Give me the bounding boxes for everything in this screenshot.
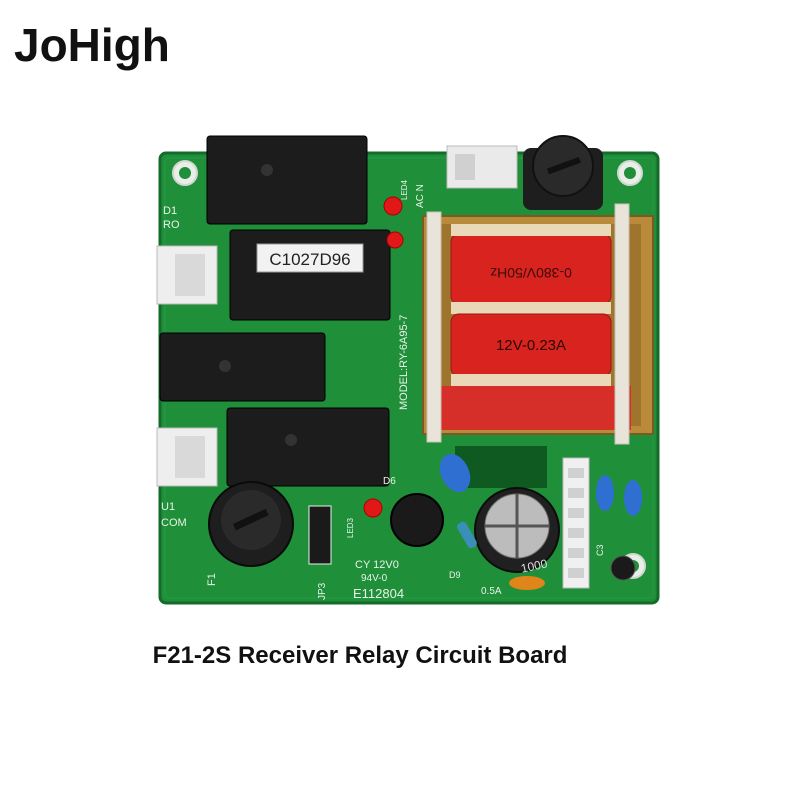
relay xyxy=(206,135,368,225)
transformer: 0-380V/50Hz 12V-0.23A xyxy=(422,203,654,445)
blue-capacitor xyxy=(439,453,471,493)
silkscreen-led4: LED4 xyxy=(400,179,409,200)
product-caption: F21-2S Receiver Relay Circuit Board xyxy=(152,642,568,669)
relay xyxy=(226,407,390,487)
silkscreen-acn: AC N xyxy=(415,184,426,208)
transformer-primary-label: 0-380V/50Hz xyxy=(490,265,572,281)
red-led xyxy=(363,498,383,518)
component-block xyxy=(455,446,547,488)
fuse-rating: 0.5A xyxy=(481,586,502,597)
silkscreen-led3: LED3 xyxy=(346,517,355,538)
cable-tie xyxy=(426,211,442,443)
pin-header xyxy=(562,457,590,589)
fuse-holder xyxy=(523,135,603,210)
cy-text: CY 12V0 xyxy=(355,559,399,571)
electrolytic-capacitor: 1000 xyxy=(474,487,560,576)
silkscreen-d6: D6 xyxy=(383,476,396,487)
relay-label-sticker xyxy=(256,243,364,273)
silkscreen-d9: D9 xyxy=(449,570,461,580)
silkscreen-d1: D1 xyxy=(163,205,177,217)
small-capacitor xyxy=(610,555,636,581)
capacitor-value: 1000 xyxy=(520,556,549,575)
silkscreen-ro: RO xyxy=(163,219,180,231)
orange-capacitor xyxy=(509,576,545,590)
brand-logo-text: JoHigh xyxy=(14,19,170,71)
resistor xyxy=(457,521,477,549)
cable-tie xyxy=(614,203,630,445)
bridge-rectifier xyxy=(390,493,444,547)
mounting-hole xyxy=(617,160,643,186)
rating-text: 94V-0 xyxy=(361,573,388,584)
blue-capacitor xyxy=(596,475,614,511)
jumper xyxy=(308,505,332,565)
relay-label-text: C1027D96 xyxy=(269,250,350,269)
silkscreen-c3: C3 xyxy=(595,544,605,556)
blue-capacitor xyxy=(624,480,642,516)
silkscreen-com: COM xyxy=(161,517,187,529)
model-text: MODEL:RY-6A95-7 xyxy=(398,315,410,410)
red-led xyxy=(386,231,404,249)
silkscreen-u1: U1 xyxy=(161,501,175,513)
silkscreen-jp3: JP3 xyxy=(317,582,328,600)
board-code-text: E112804 xyxy=(353,586,404,601)
fuse-holder xyxy=(208,481,294,567)
relay xyxy=(159,332,326,402)
transformer-secondary-label: 12V-0.23A xyxy=(496,337,566,354)
mounting-hole xyxy=(172,160,198,186)
circuit-board-photo: C1027D96 D1 RO U1 COM F1 MODEL:RY-6A95-7… xyxy=(156,135,660,605)
silkscreen-f1: F1 xyxy=(206,573,218,586)
red-led xyxy=(383,196,403,216)
